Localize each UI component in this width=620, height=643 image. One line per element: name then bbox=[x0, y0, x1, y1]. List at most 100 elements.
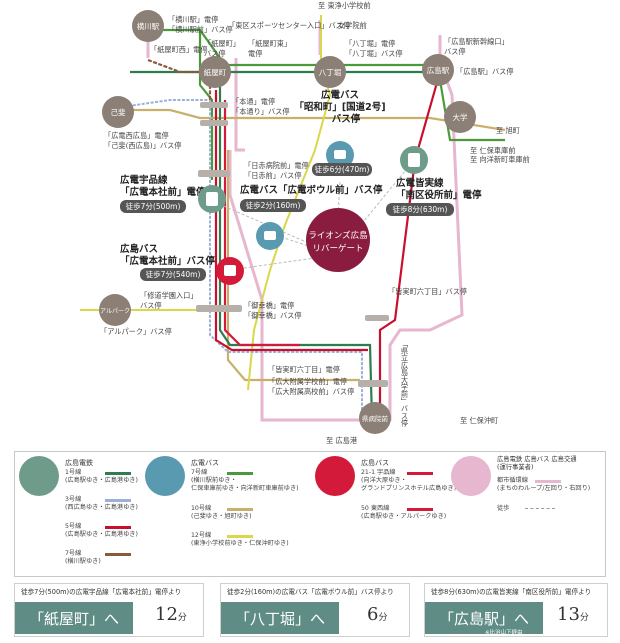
card-destination: 「八丁堀」へ bbox=[221, 602, 339, 634]
svg-text:「広大附属学校前」電停: 「広大附属学校前」電停 bbox=[268, 377, 347, 386]
card-minutes: 6分 bbox=[367, 604, 388, 625]
legend-b7-swatch bbox=[227, 472, 253, 475]
legend-b10-swatch bbox=[227, 508, 253, 511]
legend-b12: 12号線 bbox=[191, 532, 212, 539]
callout-yakusho[interactable]: 広電皆実線 「南区役所前」電停 徒歩8分(630m) bbox=[386, 146, 482, 216]
hiroshima-bus-line bbox=[223, 100, 300, 347]
card-destination: 「広島駅」へ bbox=[425, 602, 543, 634]
svg-text:至 東浄小学校前: 至 東浄小学校前 bbox=[318, 1, 371, 10]
svg-text:広電宇品線: 広電宇品線 bbox=[120, 174, 168, 186]
legend-line7: 7号線 bbox=[65, 550, 82, 557]
station-hiroshima[interactable]: 広島駅 bbox=[422, 54, 454, 86]
legend: 広島電鉄 1号線 (広島駅ゆき・広島港ゆき) 3号線 (西広島ゆき・広島港ゆき)… bbox=[14, 451, 606, 577]
svg-text:「広大附属高校前」バス停: 「広大附属高校前」バス停 bbox=[268, 387, 354, 396]
callout-honsha-tram[interactable]: 広電宇品線 「広電本社前」電停 徒歩7分(500m) bbox=[120, 174, 226, 213]
legend-line7-swatch bbox=[105, 553, 131, 556]
svg-text:広電バス「広電ボウル前」バス停: 広電バス「広電ボウル前」バス停 bbox=[240, 184, 383, 196]
svg-text:「八丁堀」電停: 「八丁堀」電停 bbox=[345, 39, 395, 48]
card-minutes: 13分 bbox=[557, 604, 589, 625]
svg-text:至 仁保車庫前: 至 仁保車庫前 bbox=[470, 146, 515, 155]
svg-text:己斐: 己斐 bbox=[111, 107, 126, 117]
svg-text:「横川駅」電停: 「横川駅」電停 bbox=[168, 15, 218, 24]
svg-text:「皆実町六丁目」電停: 「皆実町六丁目」電停 bbox=[268, 365, 340, 374]
svg-text:徒歩2分(160m): 徒歩2分(160m) bbox=[246, 200, 301, 210]
svg-text:「広電本社前」バス停: 「広電本社前」バス停 bbox=[120, 255, 216, 267]
legend-h21-swatch bbox=[407, 472, 433, 475]
svg-text:徒歩7分(500m): 徒歩7分(500m) bbox=[126, 201, 181, 211]
loop-icon bbox=[451, 456, 491, 496]
svg-text:リバーゲート: リバーゲート bbox=[312, 243, 363, 254]
svg-text:「紙屋町西」電停: 「紙屋町西」電停 bbox=[150, 45, 208, 54]
property-marker[interactable]: ライオンズ広島 リバーゲート bbox=[306, 208, 370, 272]
legend-b10-desc: (己斐ゆき・旭町ゆき) bbox=[191, 513, 252, 520]
svg-text:「アルパーク」バス停: 「アルパーク」バス停 bbox=[100, 327, 172, 336]
svg-text:「日赤病院前」電停: 「日赤病院前」電停 bbox=[244, 161, 309, 170]
station-daigaku-byoin[interactable]: 大学 bbox=[444, 101, 476, 133]
svg-text:バス停: バス停 bbox=[444, 47, 466, 56]
map-labels: 至 東浄小学校前 「東区スポーツセンター入口」バス停 女学院前 「横川駅」電停 … bbox=[100, 1, 530, 445]
svg-text:「本通」電停: 「本通」電停 bbox=[232, 97, 275, 106]
station-hatchobori[interactable]: 八丁堀 bbox=[314, 56, 346, 88]
card-minutes: 12分 bbox=[155, 604, 187, 625]
legend-line3: 3号線 bbox=[65, 496, 82, 503]
svg-text:「御幸橋」電停: 「御幸橋」電停 bbox=[244, 301, 294, 310]
svg-text:女学院前: 女学院前 bbox=[338, 21, 367, 30]
hiroshima-bus-icon bbox=[315, 456, 355, 496]
legend-loop-desc: (まちのわループ/左回り・右回り) bbox=[497, 485, 591, 492]
legend-hirobus-title: 広島バス bbox=[361, 459, 389, 467]
callout-honsha-bus[interactable]: 広島バス 「広電本社前」バス停 徒歩7分(540m) bbox=[120, 243, 244, 285]
legend-loop-swatch bbox=[535, 480, 561, 483]
stop-platforms bbox=[196, 102, 389, 387]
legend-walk-swatch bbox=[525, 508, 555, 509]
card-caption: 徒歩7分(500m)の広電宇品線「広電本社前」電停より bbox=[21, 588, 182, 596]
svg-text:八丁堀: 八丁堀 bbox=[319, 68, 342, 77]
svg-text:「東区スポーツセンター入口」バス停: 「東区スポーツセンター入口」バス停 bbox=[228, 21, 350, 30]
callout-bowl[interactable]: 広電バス「広電ボウル前」バス停 徒歩2分(160m) bbox=[240, 184, 383, 250]
svg-text:「広島駅新幹線口」: 「広島駅新幹線口」 bbox=[444, 37, 509, 46]
legend-h21: 21-1 宇品線 bbox=[361, 469, 396, 476]
svg-text:「日赤前」バス停: 「日赤前」バス停 bbox=[244, 171, 302, 180]
station-yokogawa[interactable]: 横川駅 bbox=[132, 10, 164, 42]
station-kamiyacho[interactable]: 紙屋町 bbox=[199, 56, 231, 88]
legend-line7-desc: (横川駅ゆき) bbox=[65, 558, 101, 565]
station-kenbyoin[interactable]: 県病院前 bbox=[359, 402, 391, 434]
svg-text:「南区役所前」電停: 「南区役所前」電停 bbox=[396, 189, 482, 201]
legend-line5: 5号線 bbox=[65, 523, 82, 530]
svg-text:ライオンズ広島: ライオンズ広島 bbox=[308, 230, 368, 241]
access-card-hatchobori: 徒歩2分(160m)の広電バス「広電ボウル前」バス停より 「八丁堀」へ 6分 bbox=[220, 583, 410, 637]
svg-text:「広島駅」バス停: 「広島駅」バス停 bbox=[456, 67, 514, 76]
svg-text:紙屋町: 紙屋町 bbox=[204, 67, 227, 77]
legend-loop: 都市循環線 bbox=[497, 477, 528, 484]
legend-dentetsu-title: 広島電鉄 bbox=[65, 459, 93, 467]
callout-showamachi[interactable]: 広電バス 「昭和町」[国道2号] バス停 徒歩6分(470m) bbox=[294, 89, 386, 176]
svg-text:「八丁堀」バス停: 「八丁堀」バス停 bbox=[345, 49, 403, 58]
station-alpark[interactable]: アルパーク bbox=[99, 294, 131, 326]
svg-text:広電バス: 広電バス bbox=[321, 89, 359, 101]
svg-text:「横川駅前」バス停: 「横川駅前」バス停 bbox=[168, 25, 233, 34]
svg-text:「昭和町」[国道2号]: 「昭和町」[国道2号] bbox=[294, 101, 385, 113]
tram-icon bbox=[19, 456, 59, 496]
svg-text:「本通り」バス停: 「本通り」バス停 bbox=[232, 107, 290, 116]
svg-text:「紙屋町」: 「紙屋町」 bbox=[204, 39, 240, 48]
legend-line5-desc: (広島駅ゆき・広島港ゆき) bbox=[65, 531, 138, 538]
bus-icon bbox=[145, 456, 185, 496]
card-destination: 「紙屋町」へ bbox=[15, 602, 133, 634]
svg-text:バス停: バス停 bbox=[204, 49, 226, 58]
svg-text:徒歩7分(540m): 徒歩7分(540m) bbox=[146, 269, 201, 279]
legend-line3-desc: (西広島ゆき・広島港ゆき) bbox=[65, 504, 138, 511]
legend-b12-swatch bbox=[227, 535, 253, 538]
svg-text:至 向洋新町車庫前: 至 向洋新町車庫前 bbox=[470, 155, 530, 164]
card-note: ※比治山下経由 bbox=[485, 630, 523, 636]
svg-text:「己斐(西広島)」バス停: 「己斐(西広島)」バス停 bbox=[104, 141, 181, 150]
svg-text:「紙屋町東」: 「紙屋町東」 bbox=[248, 39, 291, 48]
svg-text:「御幸橋」バス停: 「御幸橋」バス停 bbox=[244, 311, 302, 320]
svg-text:徒歩6分(470m): 徒歩6分(470m) bbox=[315, 164, 370, 174]
tram-line-5 bbox=[214, 71, 442, 420]
legend-line1-desc: (広島駅ゆき・広島港ゆき) bbox=[65, 477, 138, 484]
svg-text:「皆実町六丁目」バス停: 「皆実町六丁目」バス停 bbox=[388, 287, 467, 296]
svg-text:「広電西広島」電停: 「広電西広島」電停 bbox=[104, 131, 169, 140]
station-koi[interactable]: 己斐 bbox=[102, 96, 134, 128]
svg-text:広電皆実線: 広電皆実線 bbox=[396, 177, 444, 189]
svg-text:至 仁保沖町: 至 仁保沖町 bbox=[460, 416, 498, 425]
svg-text:至 旭町: 至 旭町 bbox=[496, 126, 520, 135]
